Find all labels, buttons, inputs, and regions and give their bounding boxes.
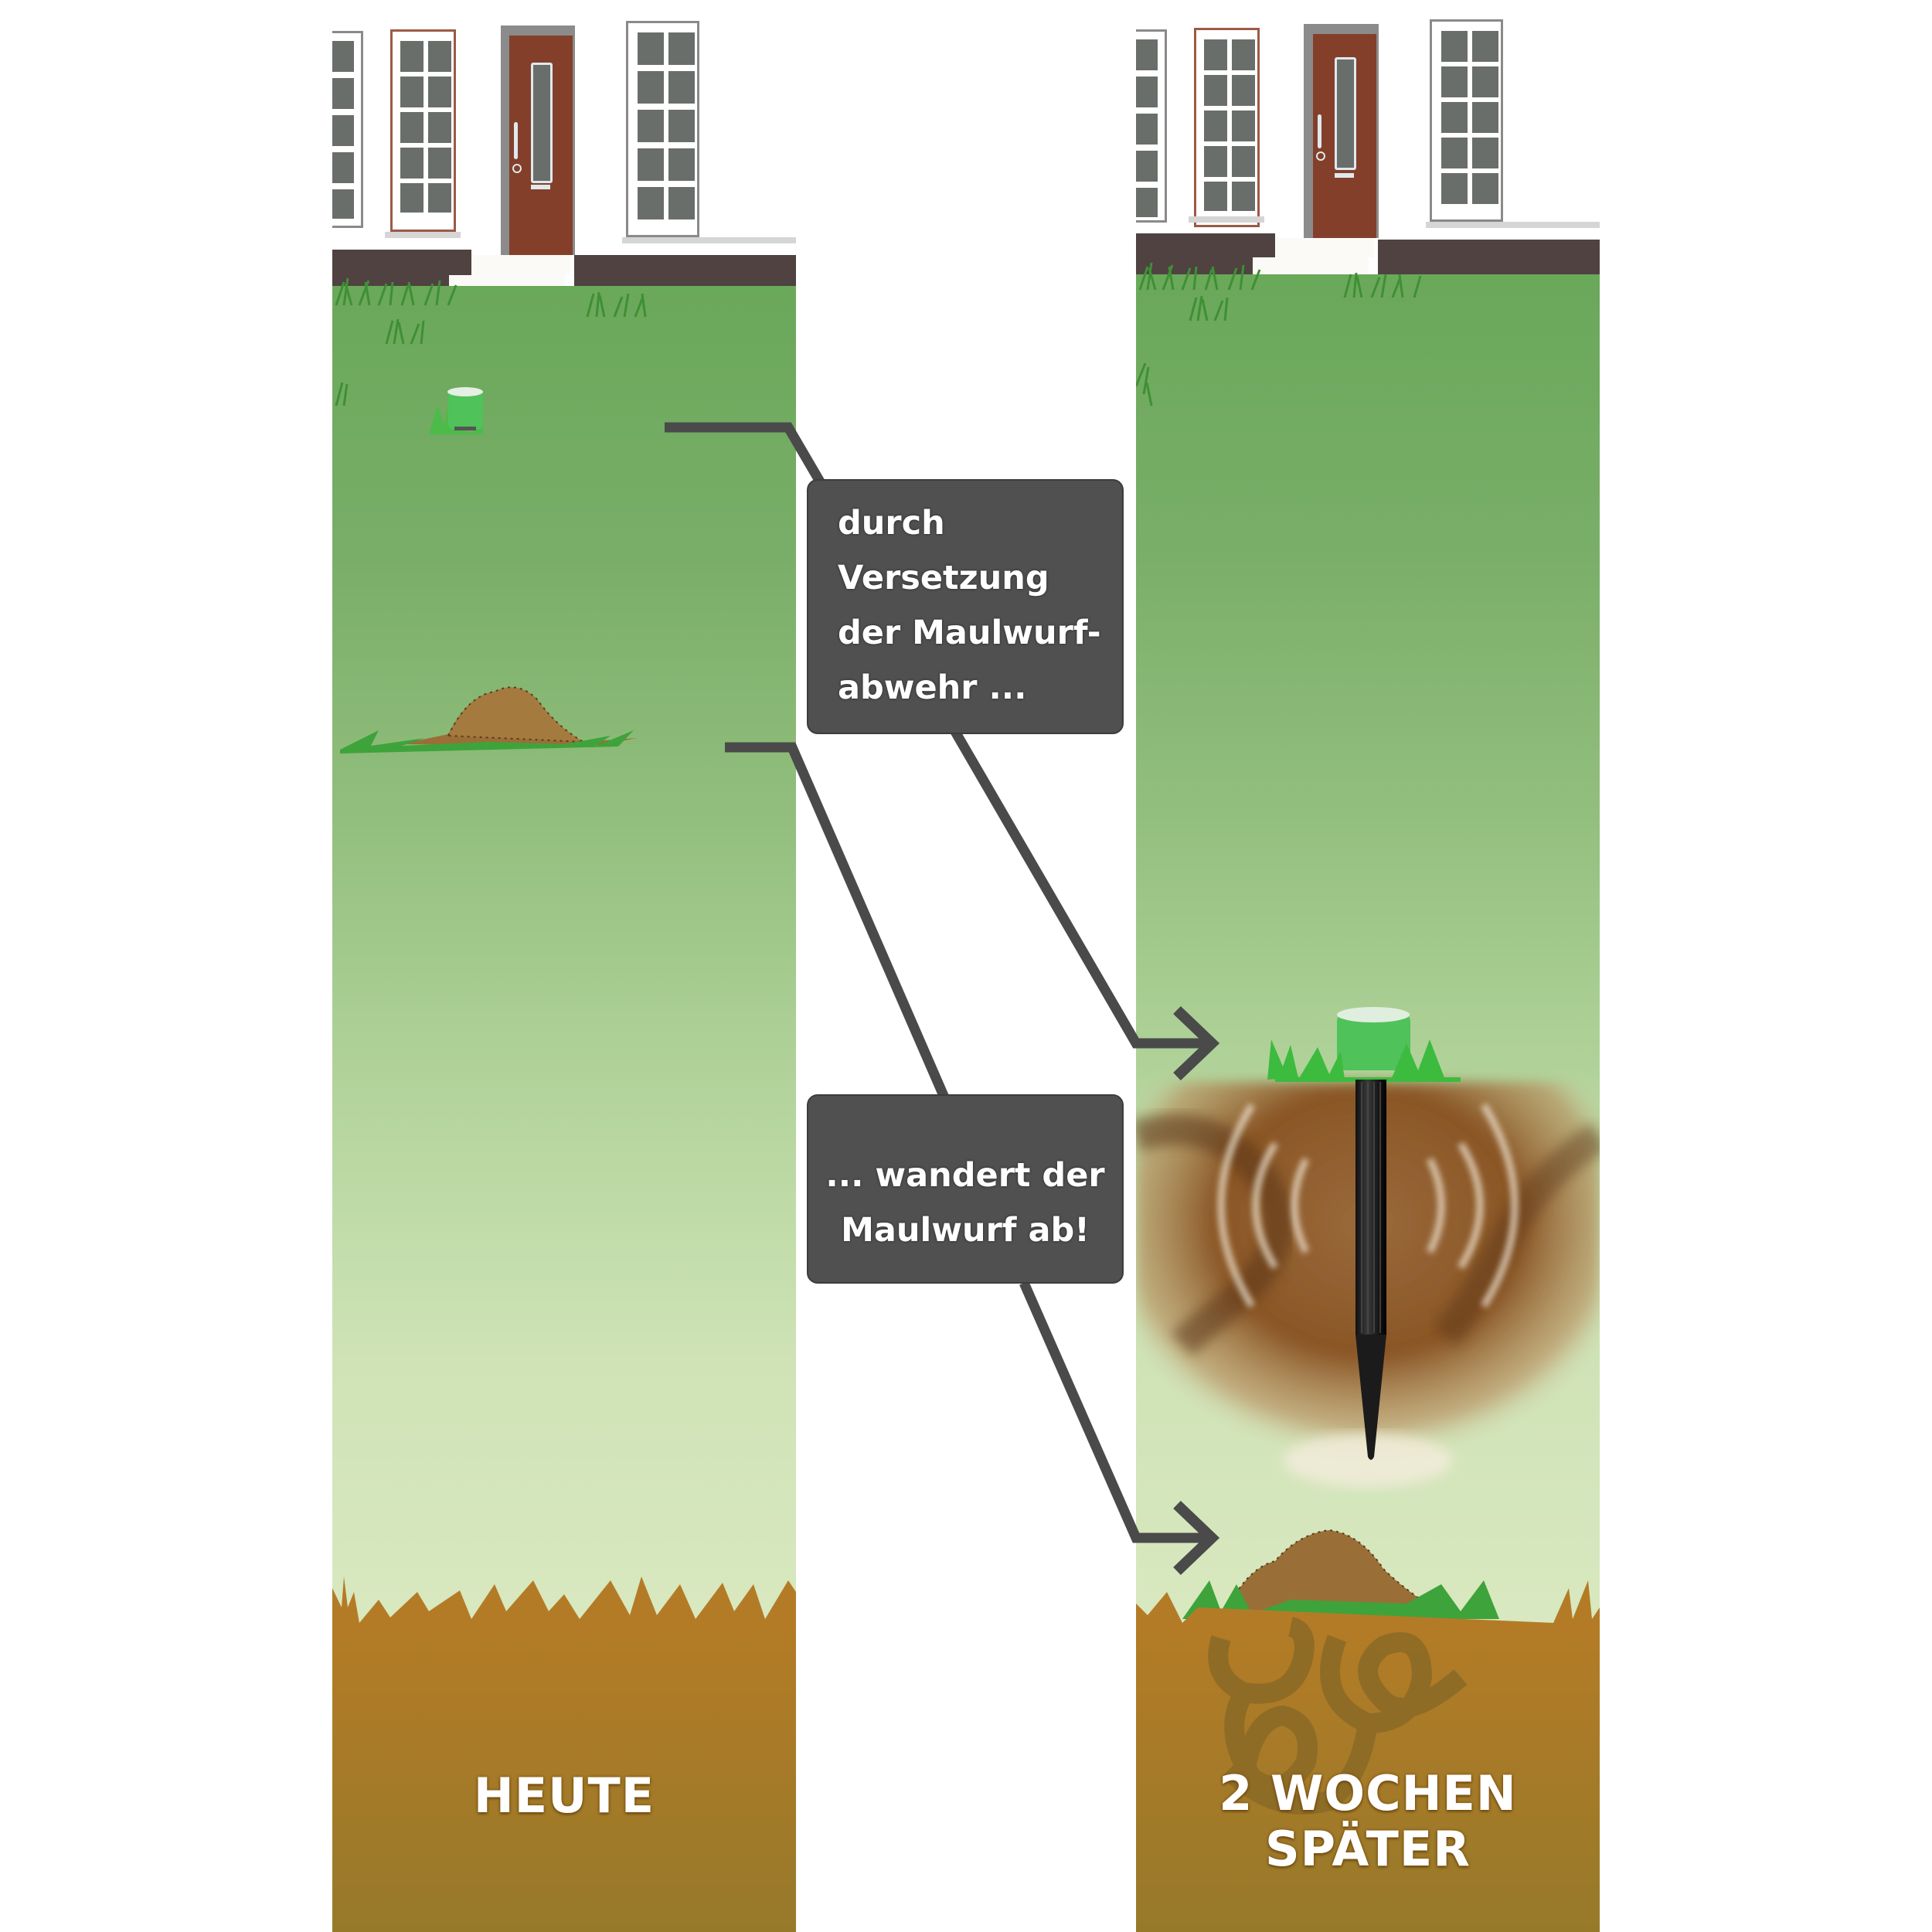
- mole-repeller-stake-icon: [429, 387, 483, 434]
- window-sill: [622, 237, 796, 243]
- house-window: [1136, 29, 1167, 223]
- callout-line: Versetzung: [838, 559, 1049, 597]
- door-step: [1253, 257, 1369, 277]
- house-plinth: [1136, 233, 1275, 276]
- house-window: [390, 29, 456, 232]
- left-scene-graphics: [332, 277, 796, 1625]
- door-step: [471, 255, 570, 275]
- right-scene-graphics: [1136, 262, 1600, 1815]
- front-door: [1313, 34, 1376, 238]
- panel-today: HEUTE: [332, 0, 796, 1932]
- window-sill: [1189, 216, 1264, 223]
- soil: [332, 1625, 796, 1932]
- window-sill: [385, 232, 461, 238]
- house-window: [332, 31, 363, 228]
- house-window: [626, 21, 699, 237]
- sound-wave-icon: [1217, 1103, 1519, 1308]
- callout-mole-leaves: ... wandert der Maulwurf ab!: [807, 1094, 1124, 1284]
- grass-tufts: [1136, 262, 1422, 406]
- panel-label-later-line1: 2 WOCHEN: [1219, 1765, 1517, 1821]
- callout-line: der Maulwurf-: [838, 614, 1101, 652]
- callout-line: durch: [838, 504, 945, 543]
- window-sill: [1426, 222, 1600, 228]
- grass-edge: [332, 1577, 796, 1625]
- lawn: [332, 286, 796, 1631]
- house-facade: [1136, 0, 1600, 286]
- grass-edge: [1136, 1580, 1600, 1625]
- house-window: [1194, 28, 1260, 227]
- callout-line: abwehr ...: [838, 668, 1027, 707]
- mole-tunnels: [1208, 1617, 1468, 1815]
- callout-relocation: durch Versetzung der Maulwurf- abwehr ..…: [807, 479, 1124, 734]
- front-door: [509, 36, 573, 255]
- house-plinth: [1378, 240, 1600, 278]
- grass-tufts: [335, 277, 647, 406]
- panel-two-weeks-later: 2 WOCHEN SPÄTER: [1136, 0, 1600, 1932]
- callout-line: ... wandert der: [825, 1156, 1105, 1195]
- mole-repeller-stake-icon: [1267, 1007, 1461, 1460]
- house-window: [1430, 19, 1503, 222]
- panel-label-today: HEUTE: [473, 1767, 655, 1824]
- panel-label-later-line2: SPÄTER: [1265, 1821, 1471, 1877]
- callout-line: Maulwurf ab!: [841, 1211, 1090, 1250]
- door-step: [1275, 238, 1374, 257]
- molehill-icon: [340, 686, 638, 753]
- molehill-icon: [1182, 1529, 1499, 1623]
- house-facade: [332, 0, 796, 286]
- house-plinth: [332, 250, 471, 292]
